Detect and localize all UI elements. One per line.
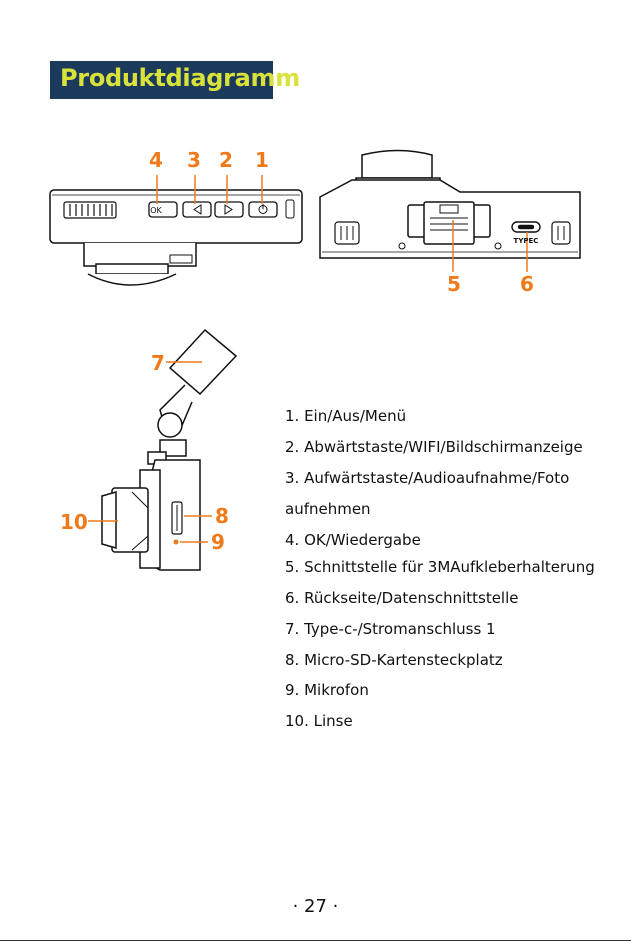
callout-8: 8: [215, 504, 229, 528]
list-item: 10. Linse: [285, 712, 353, 730]
list-item: 4. OK/Wiedergabe: [285, 531, 421, 549]
title-banner: Produktdiagramm: [50, 61, 300, 99]
footer-divider: [0, 940, 631, 941]
callout-6: 6: [520, 272, 534, 296]
port-label: TYPEC: [514, 237, 539, 245]
side-view-device: [101, 328, 238, 571]
list-item: 9. Mikrofon: [285, 681, 369, 699]
callout-7: 7: [151, 351, 165, 375]
list-item: aufnehmen: [285, 500, 371, 518]
list-item: 1. Ein/Aus/Menü: [285, 407, 407, 425]
top-view-device: [49, 189, 303, 286]
ok-button-label: OK: [150, 206, 162, 215]
callout-4: 4: [149, 148, 163, 172]
callout-1: 1: [255, 148, 269, 172]
list-item: 5. Schnittstelle für 3MAufkleberhalterun…: [285, 558, 595, 576]
back-view-device: [319, 149, 581, 259]
callout-2: 2: [219, 148, 233, 172]
list-item: 3. Aufwärtstaste/Audioaufnahme/Foto: [285, 469, 570, 487]
list-item: 2. Abwärtstaste/WIFI/Bildschirmanzeige: [285, 438, 583, 456]
page-title: Produktdiagramm: [60, 64, 300, 92]
callout-10: 10: [60, 510, 88, 534]
list-item: 8. Micro-SD-Kartensteckplatz: [285, 651, 503, 669]
callout-5: 5: [447, 272, 461, 296]
page-number: · 27 ·: [292, 896, 339, 917]
callout-3: 3: [187, 148, 201, 172]
list-item: 7. Type-c-/Stromanschluss 1: [285, 620, 496, 638]
callout-9: 9: [211, 530, 225, 554]
list-item: 6. Rückseite/Datenschnittstelle: [285, 589, 519, 607]
